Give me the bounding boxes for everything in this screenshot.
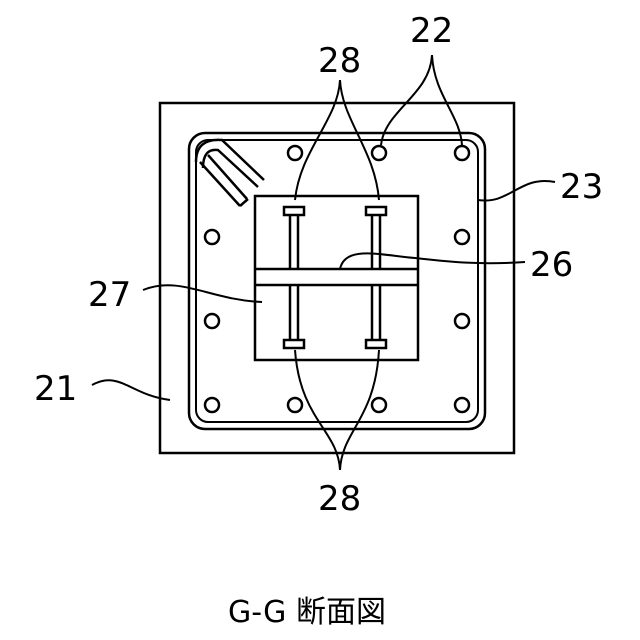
bolts-28 [284,207,386,348]
rebar [372,146,386,160]
figure-caption: G-G 断面図 [228,595,386,630]
label-23: 23 [560,167,603,207]
hoop-inner-23 [196,140,478,422]
outer-section-21 [160,103,514,453]
rebar [288,398,302,412]
label-21: 21 [34,369,77,409]
label-27: 27 [88,275,131,315]
label-22: 22 [410,11,453,51]
label-28-top: 28 [318,41,361,81]
rebar [455,230,469,244]
rebar [205,314,219,328]
label-26: 26 [530,245,573,285]
rebar [455,146,469,160]
hoop-outer-23 [189,133,485,429]
main-rebars-22 [205,146,469,412]
rebar [205,230,219,244]
plate-26 [255,269,418,285]
rebar [205,398,219,412]
rebar [288,146,302,160]
rebar [372,398,386,412]
label-28-bottom: 28 [318,479,361,519]
rebar [455,314,469,328]
rebar [455,398,469,412]
steel-box-27 [255,196,418,360]
